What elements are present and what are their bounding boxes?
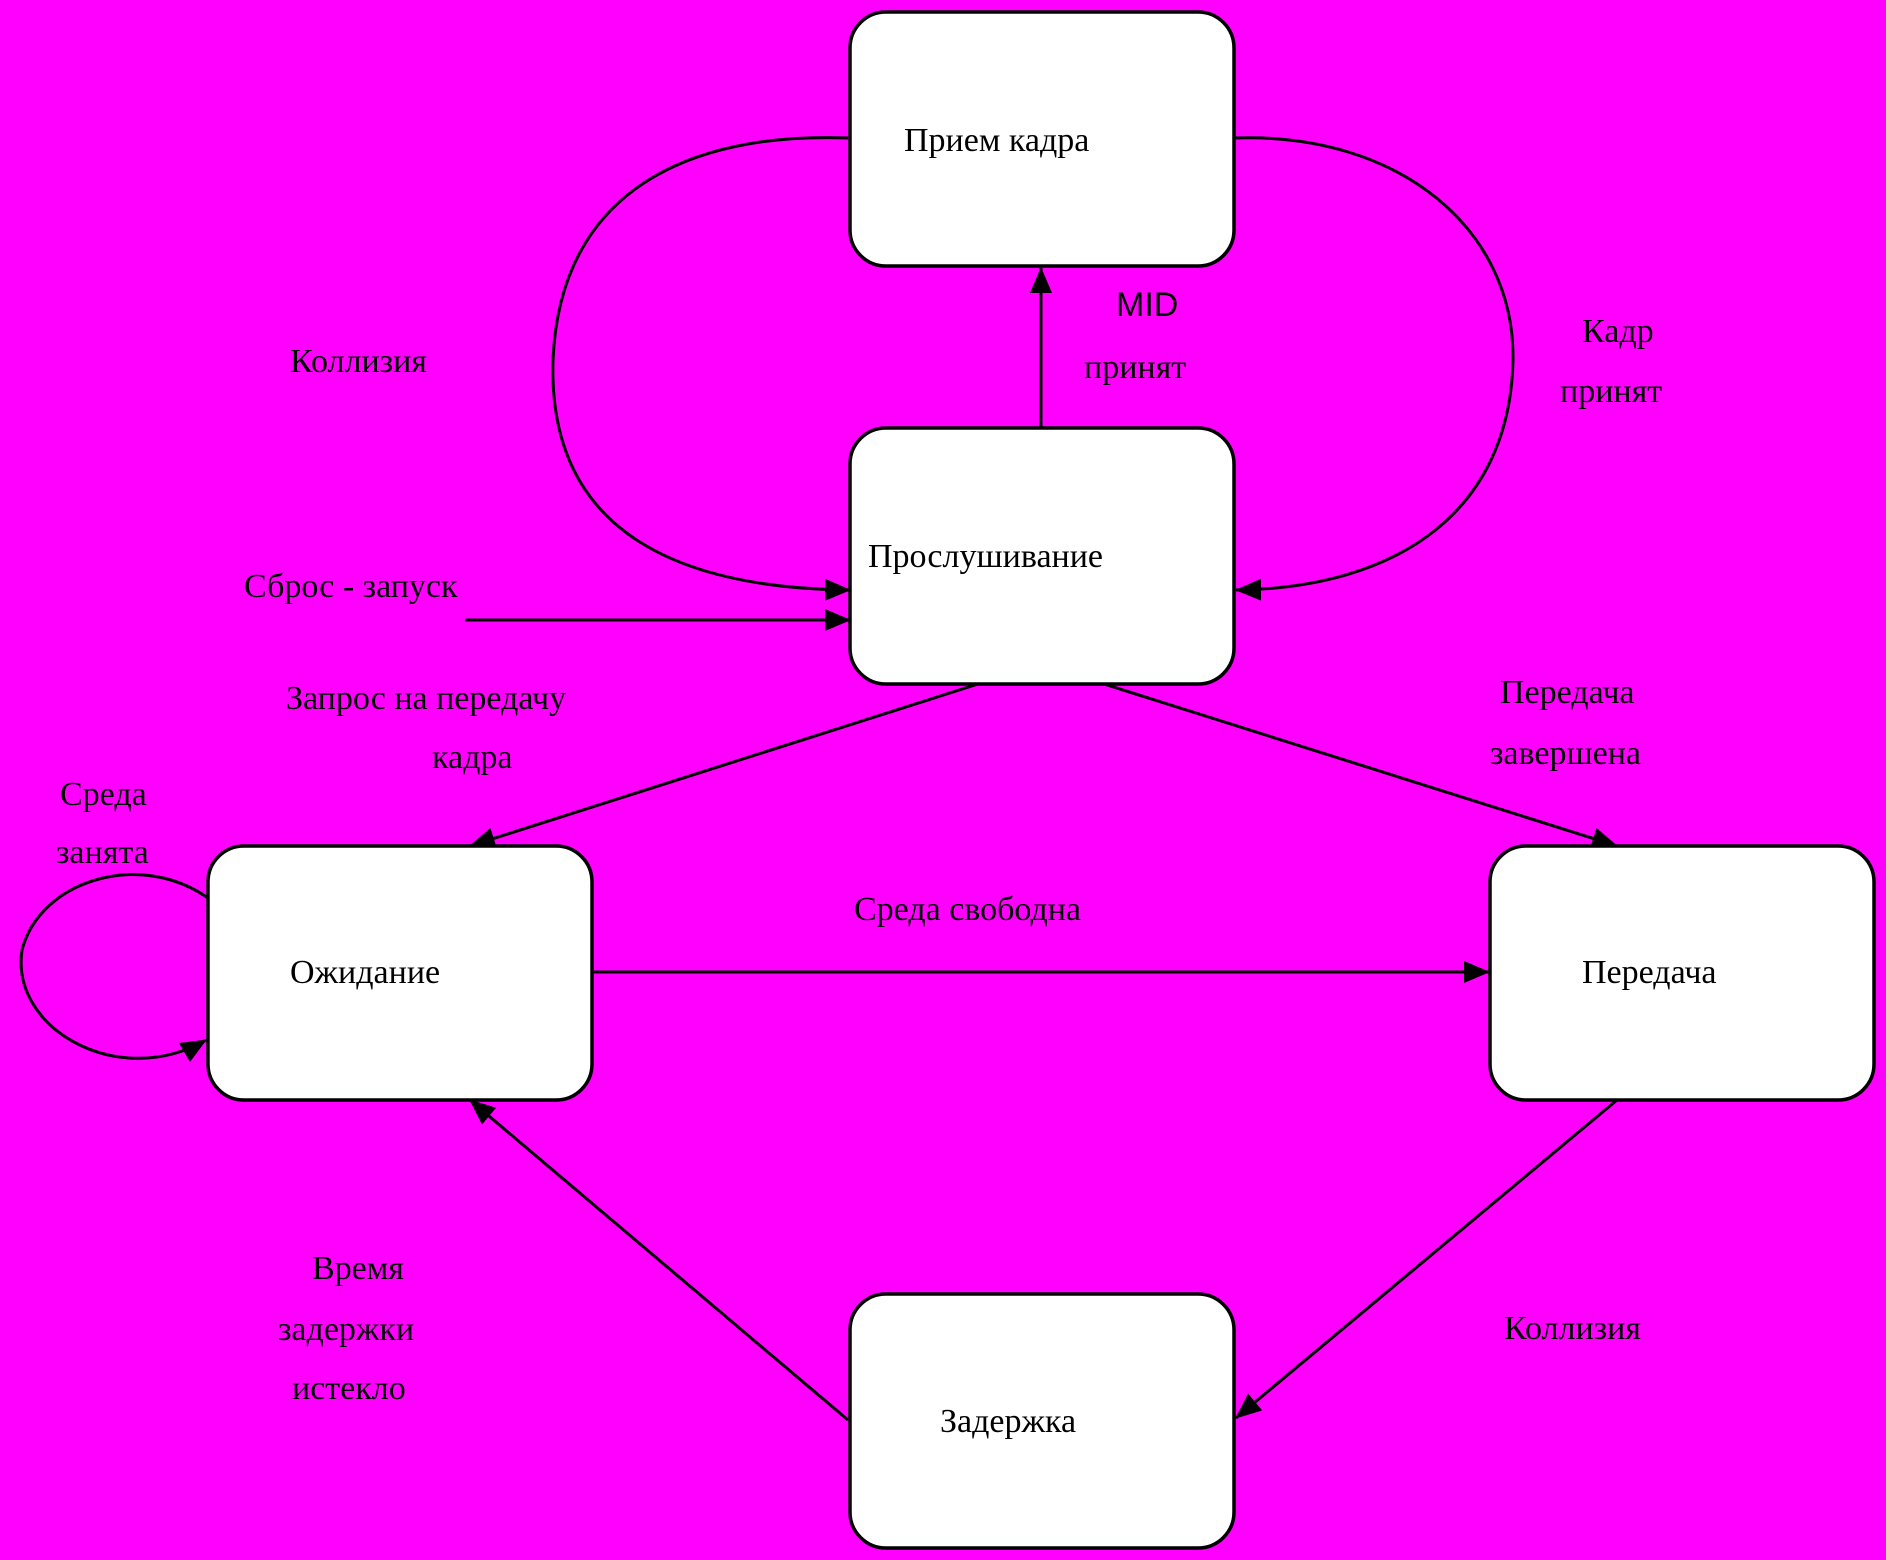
- state-receive-label: Прием кадра: [904, 122, 1089, 159]
- edge-transmit-to-delay: [1235, 1098, 1618, 1420]
- state-transmit-label: Передача: [1582, 954, 1717, 991]
- state-delay: Задержка: [848, 1292, 1236, 1550]
- state-wait-box: [206, 844, 594, 1102]
- label-mid-line1: MID: [1116, 286, 1178, 324]
- state-receive: Прием кадра: [848, 10, 1236, 268]
- state-listen: Прослушивание: [848, 426, 1236, 686]
- edge-delay-to-wait: [469, 1098, 849, 1422]
- label-medium-busy-line2: занята: [56, 834, 149, 871]
- state-wait: Ожидание: [206, 844, 594, 1102]
- label-mid-line2: принят: [1084, 349, 1186, 386]
- state-listen-box: [848, 426, 1236, 686]
- label-tx-done-line2: завершена: [1490, 735, 1641, 772]
- state-delay-box: [848, 1292, 1236, 1550]
- label-frame-accepted-line2: принят: [1560, 373, 1662, 410]
- label-delay-expired-line3: истекло: [292, 1370, 406, 1407]
- label-delay-expired-line2: задержки: [278, 1311, 414, 1348]
- label-tx-request-line1: Запрос на передачу: [286, 680, 566, 717]
- label-medium-busy-line1: Среда: [60, 776, 147, 813]
- label-frame-accepted-line1: Кадр: [1582, 313, 1654, 350]
- label-collision-right: Коллизия: [1504, 1310, 1641, 1347]
- edge-listen-to-transmit: [1103, 682, 1618, 849]
- state-wait-label: Ожидание: [290, 954, 440, 991]
- label-collision-left: Коллизия: [290, 343, 427, 380]
- label-delay-expired-line1: Время: [312, 1250, 404, 1287]
- label-reset-start: Сброс - запуск: [244, 568, 458, 605]
- edge-receive-to-listen-frame-accepted: [1233, 136, 1515, 601]
- label-medium-free: Среда свободна: [854, 891, 1081, 928]
- state-transmit-box: [1488, 844, 1876, 1102]
- state-receive-box: [848, 10, 1236, 268]
- edge-listen-to-wait: [469, 682, 979, 849]
- state-delay-label: Задержка: [940, 1403, 1076, 1440]
- edge-receive-to-listen-collision: [551, 136, 851, 601]
- state-listen-label: Прослушивание: [868, 538, 1103, 575]
- label-tx-request-line2: кадра: [432, 739, 512, 776]
- state-transmit: Передача: [1488, 844, 1876, 1102]
- label-tx-done-line1: Передача: [1500, 674, 1635, 711]
- edge-wait-self-loop: [19, 873, 209, 1063]
